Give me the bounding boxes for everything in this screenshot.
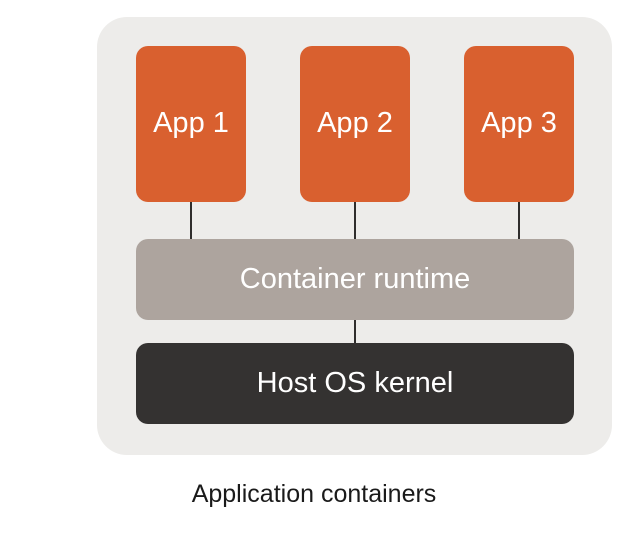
app-box-1-label: App 1 <box>153 107 229 140</box>
connector-app-3-to-runtime <box>518 202 520 239</box>
app-box-3-label: App 3 <box>481 107 557 140</box>
host-os-kernel-box: Host OS kernel <box>136 343 574 424</box>
app-box-2-label: App 2 <box>317 107 393 140</box>
diagram-caption: Application containers <box>191 480 437 508</box>
app-box-3: App 3 <box>464 46 574 202</box>
connector-app-2-to-runtime <box>354 202 356 239</box>
host-os-kernel-label: Host OS kernel <box>256 366 454 399</box>
container-runtime-label: Container runtime <box>239 262 471 295</box>
app-box-1: App 1 <box>136 46 246 202</box>
app-box-2: App 2 <box>300 46 410 202</box>
connector-runtime-to-kernel <box>354 320 356 343</box>
connector-app-1-to-runtime <box>190 202 192 239</box>
container-runtime-box: Container runtime <box>136 239 574 320</box>
